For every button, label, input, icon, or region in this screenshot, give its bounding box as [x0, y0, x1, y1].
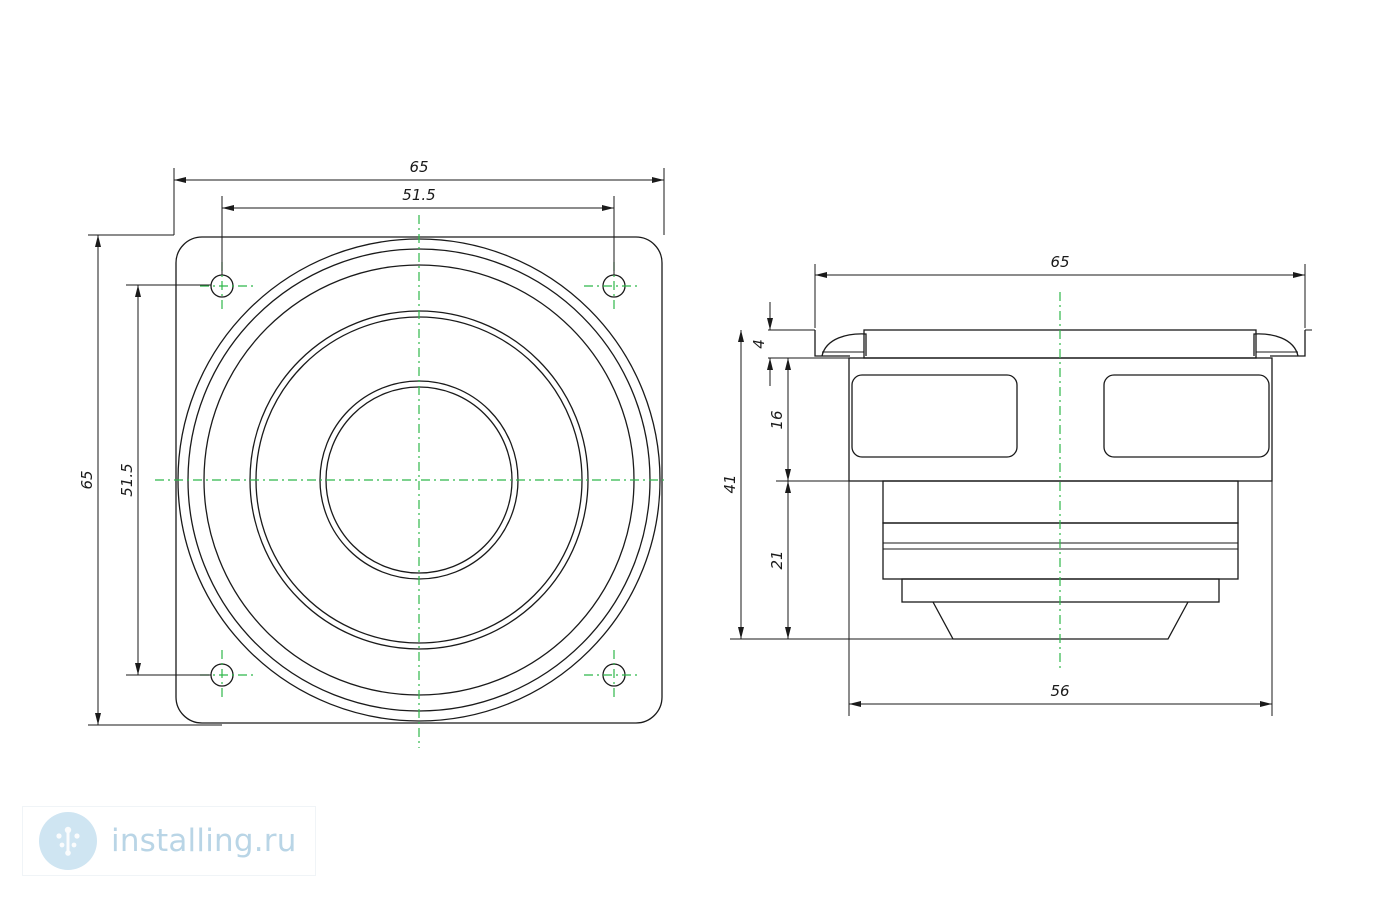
installing-logo-icon	[39, 812, 97, 870]
front-width-dim-label: 65	[409, 158, 428, 176]
side-surround-right	[1253, 333, 1299, 357]
side-magnet	[882, 522, 1239, 580]
front-hole-spacing-y-dim-label: 51.5	[118, 463, 136, 496]
side-flange-thickness-dim-label: 4	[750, 339, 768, 349]
watermark-text: installing.ru	[111, 823, 297, 859]
side-width-dim-label: 65	[1050, 253, 1069, 271]
front-height-dim-label: 65	[78, 470, 96, 489]
side-flange	[814, 330, 1306, 357]
side-surround-left	[821, 333, 867, 357]
side-view: 65 4 16 21 41 56	[721, 253, 1312, 716]
side-frame-width-dim-label: 56	[1050, 682, 1069, 700]
side-frame-window-left	[851, 374, 1018, 458]
side-frame-window-right	[1103, 374, 1270, 458]
front-view: 65 51.5 65 51.5	[78, 158, 665, 748]
side-magnet-depth-dim-label: 21	[768, 550, 786, 569]
front-hole-spacing-x-dim-label: 51.5	[402, 186, 435, 204]
watermark: installing.ru	[22, 806, 316, 876]
side-frame-depth-dim-label: 16	[768, 410, 786, 429]
front-cone-inner-circle	[255, 316, 583, 644]
side-total-depth-dim-label: 41	[721, 474, 739, 493]
